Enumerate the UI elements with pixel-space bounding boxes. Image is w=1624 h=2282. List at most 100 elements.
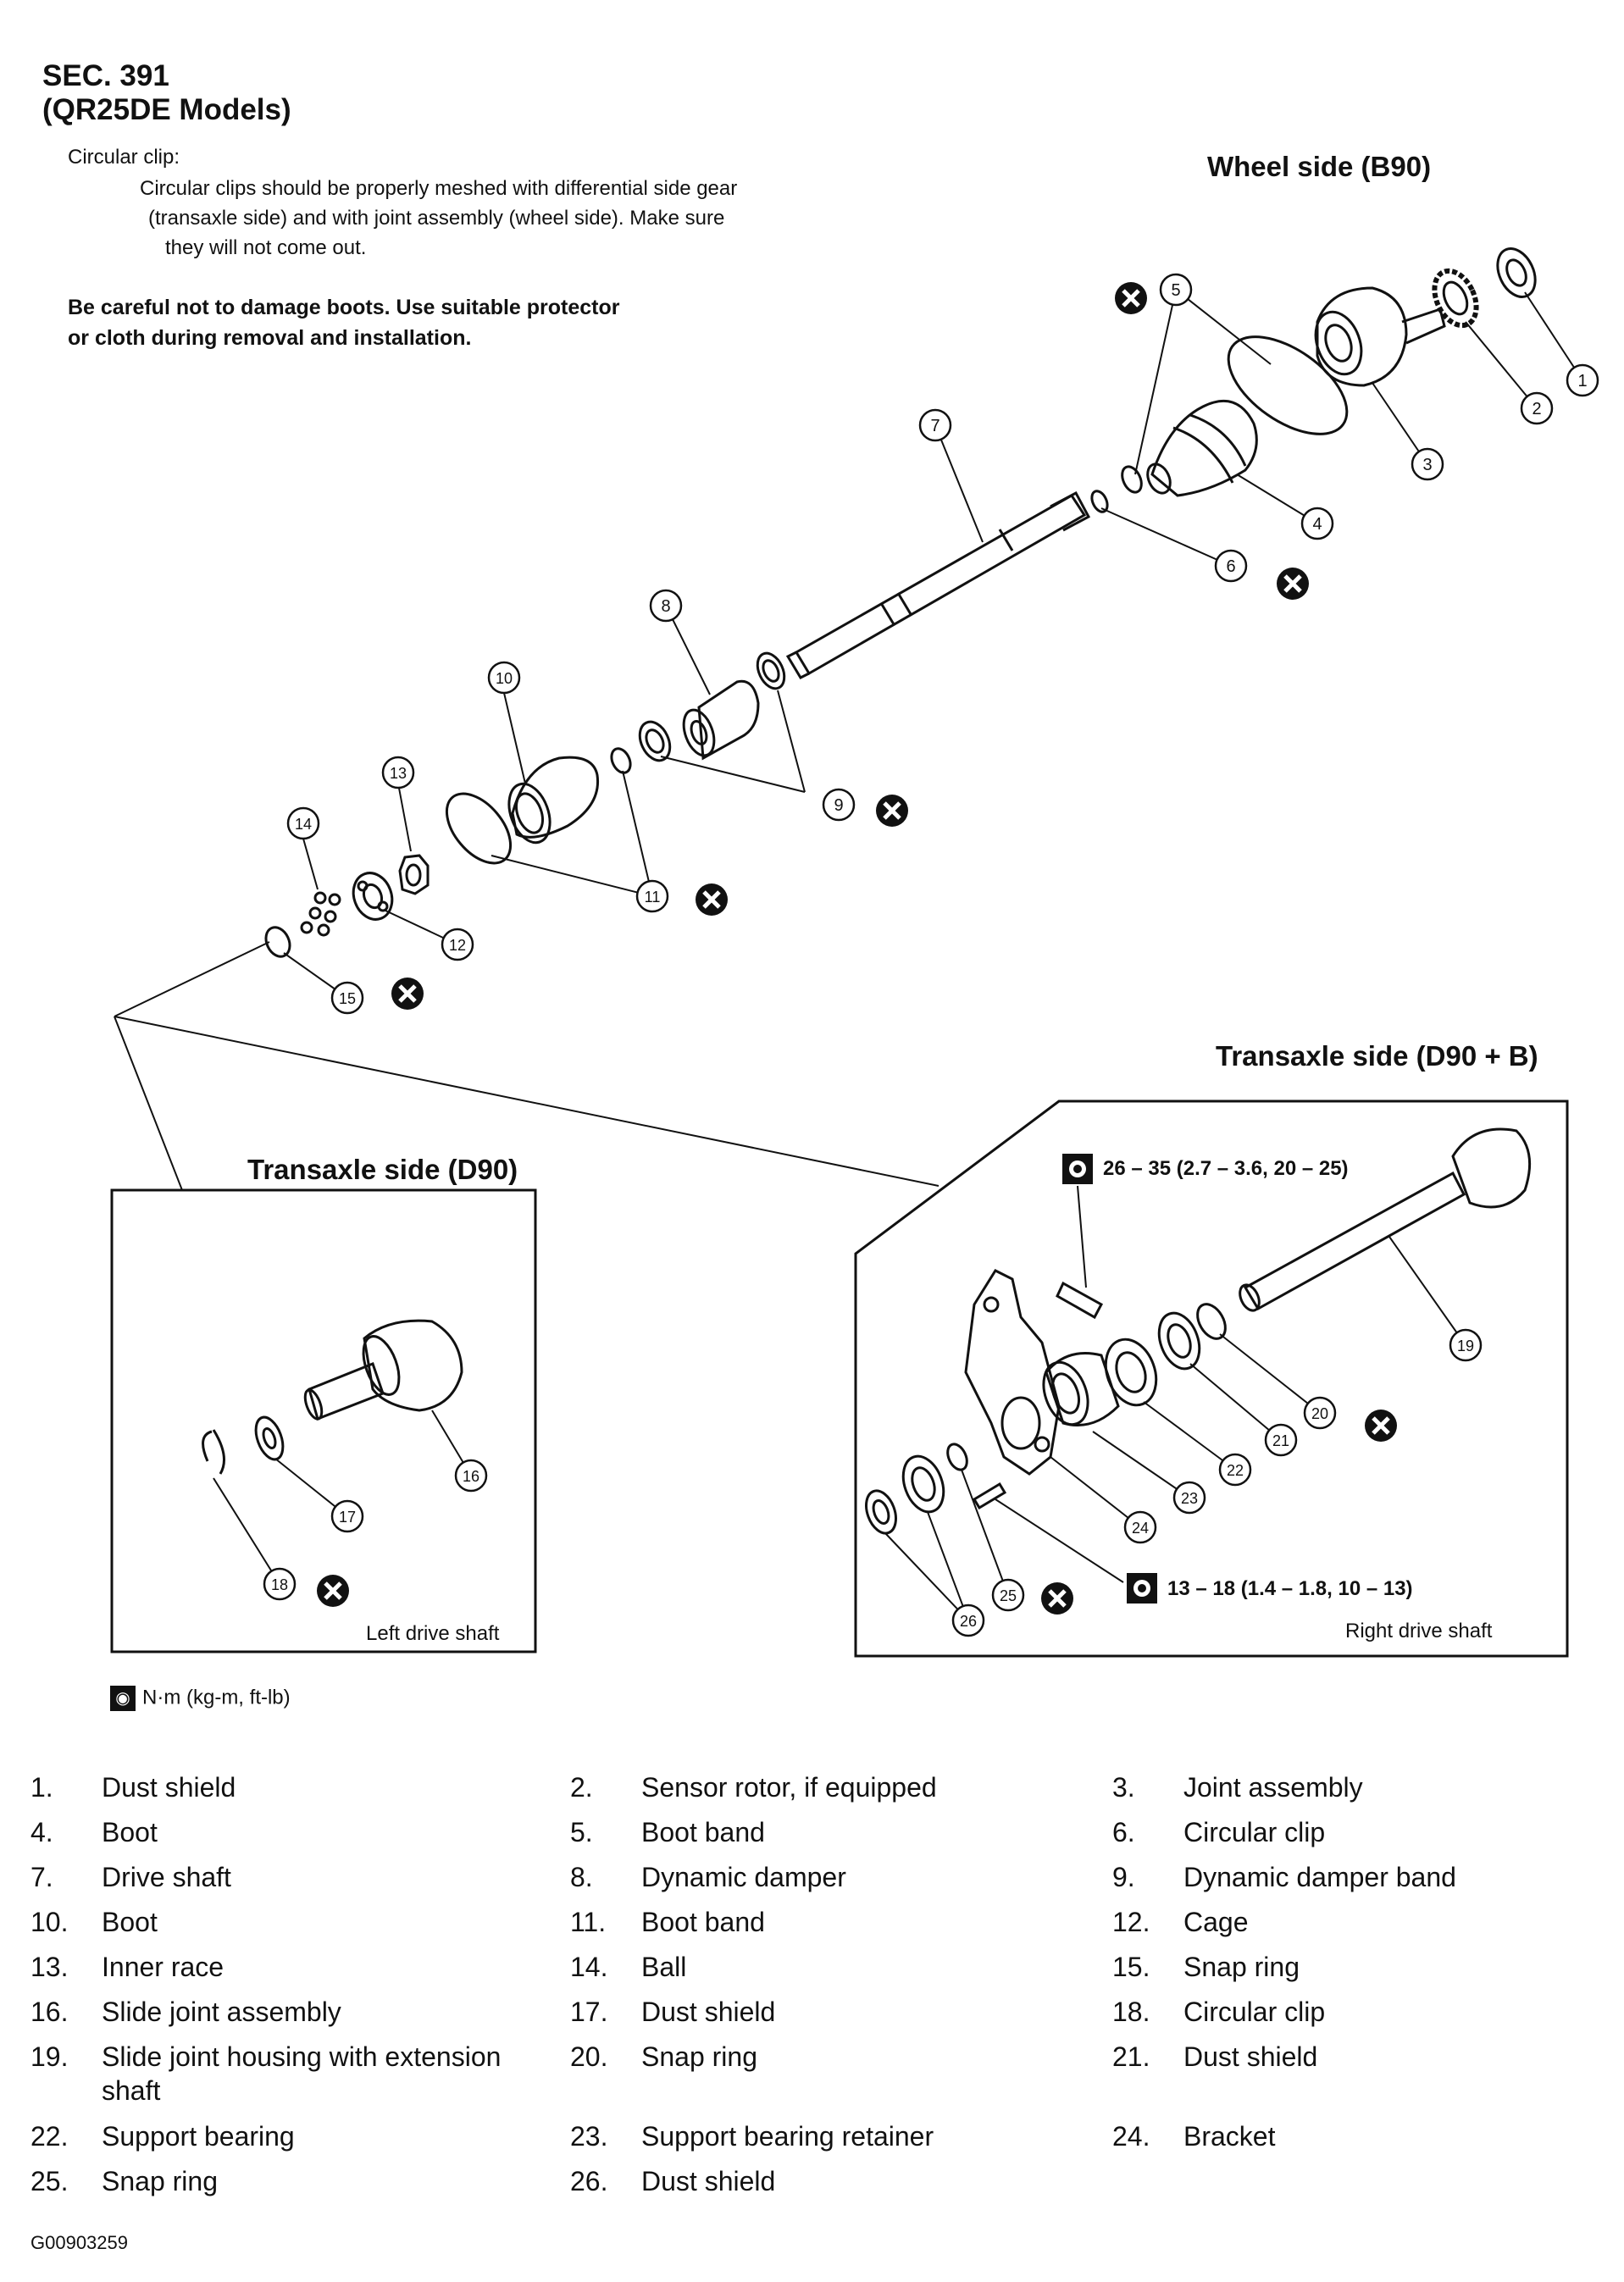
section-header: SEC. 391 (QR25DE Models) <box>42 59 291 127</box>
part-number: 26. <box>570 2166 608 2196</box>
callout-12: 12 <box>441 928 474 961</box>
x-circle-icon <box>317 1575 349 1607</box>
part-number: 11. <box>570 1907 607 1937</box>
callout-number: 6 <box>1226 557 1235 576</box>
callout-number: 4 <box>1312 515 1322 534</box>
callout-number: 23 <box>1181 1490 1198 1507</box>
note-line: they will not come out. <box>165 236 367 259</box>
part-name: Boot band <box>641 1907 765 1937</box>
part-number: 25. <box>30 2166 69 2196</box>
part-name: Snap ring <box>1183 1952 1300 1982</box>
part-name: Bracket <box>1183 2121 1276 2152</box>
part-number: 21. <box>1112 2041 1150 2072</box>
part-number: 2. <box>570 1772 593 1803</box>
callout-number: 21 <box>1272 1432 1289 1449</box>
part-number: 3. <box>1112 1772 1135 1803</box>
part-number: 5. <box>570 1817 593 1847</box>
part-number: 13. <box>30 1952 69 1982</box>
callout-13: 13 <box>381 756 415 789</box>
callout-21: 21 <box>1264 1423 1298 1457</box>
part-joint-assembly <box>1314 286 1446 387</box>
callout-number: 12 <box>449 937 466 954</box>
callout-number: 10 <box>496 670 513 687</box>
caution-note: Be careful not to damage boots. Use suit… <box>68 292 745 353</box>
part-name: Dust shield <box>102 1772 236 1803</box>
callout-20: 20 <box>1303 1396 1337 1430</box>
note-line: Circular clips should be properly meshed… <box>140 177 738 200</box>
part-boot-10 <box>507 756 600 845</box>
part-balls <box>300 891 341 937</box>
part-number: 1. <box>30 1772 53 1803</box>
part-number: 12. <box>1112 1907 1150 1937</box>
part-name: Support bearing <box>102 2121 295 2152</box>
part-number: 6. <box>1112 1817 1135 1847</box>
callout-number: 24 <box>1132 1520 1149 1537</box>
part-name: Inner race <box>102 1952 224 1982</box>
part-number: 14. <box>570 1952 608 1982</box>
part-number: 16. <box>30 1997 69 2027</box>
part-inner-race <box>398 854 430 895</box>
part-name: Drive shaft <box>102 1862 231 1892</box>
callout-number: 7 <box>930 417 939 435</box>
callout-17: 17 <box>330 1499 364 1533</box>
part-name: Snap ring <box>641 2041 757 2072</box>
callout-number: 3 <box>1422 456 1432 474</box>
part-circular-clip-6 <box>1090 490 1109 513</box>
part-name: Dust shield <box>641 2166 776 2196</box>
part-slide-joint-assembly <box>303 1319 463 1421</box>
part-name: Boot <box>102 1817 158 1847</box>
callout-number: 19 <box>1457 1338 1474 1354</box>
callout-7: 7 <box>918 408 952 442</box>
callout-16: 16 <box>454 1459 488 1493</box>
callout-number: 14 <box>295 816 312 833</box>
part-name: Dust shield <box>1183 2041 1318 2072</box>
callout-24: 24 <box>1123 1510 1157 1544</box>
part-name: Cage <box>1183 1907 1249 1937</box>
x-circle-icon <box>1041 1582 1073 1615</box>
torque-spec-bracket-bolt: 26 – 35 (2.7 – 3.6, 20 – 25) <box>1103 1157 1349 1180</box>
part-snap-ring-20 <box>1196 1303 1227 1340</box>
section-number: SEC. 391 <box>42 59 169 92</box>
part-drive-shaft <box>785 490 1091 679</box>
callout-19: 19 <box>1449 1328 1483 1362</box>
callout-number: 25 <box>1000 1587 1017 1604</box>
callout-6: 6 <box>1214 549 1248 583</box>
callout-2: 2 <box>1520 391 1554 425</box>
wheel-side-title: Wheel side (B90) <box>1207 151 1432 182</box>
x-circle-icon <box>876 795 908 827</box>
part-name: Circular clip <box>1183 1817 1326 1847</box>
part-sensor-rotor <box>1432 268 1479 329</box>
transaxle-d90-title: Transaxle side (D90) <box>247 1154 518 1185</box>
callout-group: 1234567891011121314151617181920212223242… <box>263 273 1599 1637</box>
part-number: 17. <box>570 1997 608 2027</box>
callout-number: 18 <box>271 1576 288 1593</box>
callout-26: 26 <box>951 1603 985 1637</box>
callout-number: 11 <box>645 889 661 906</box>
caution-line: Be careful not to damage boots. Use suit… <box>68 296 620 319</box>
callout-number: 2 <box>1532 400 1541 418</box>
part-name: Slide joint housing with extension shaft <box>102 2041 502 2106</box>
left-drive-shaft-caption: Left drive shaft <box>366 1622 500 1645</box>
detail-connector-lines <box>114 941 939 1191</box>
part-number: 22. <box>30 2121 69 2152</box>
part-circular-clip-18 <box>202 1429 225 1475</box>
callout-number: 9 <box>834 796 843 815</box>
part-bracket <box>964 1269 1061 1476</box>
part-slide-joint-housing <box>1239 1127 1532 1312</box>
torque-wrench-icon <box>1062 1154 1093 1184</box>
exploded-view-diagram: 1234567891011121314151617181920212223242… <box>110 247 1599 1658</box>
callout-22: 22 <box>1218 1453 1252 1487</box>
callout-number: 8 <box>661 597 670 616</box>
callout-8: 8 <box>649 589 683 623</box>
x-circle-icon <box>1277 568 1309 600</box>
note-line: (transaxle side) and with joint assembly… <box>148 207 725 230</box>
torque-spec-lower-bolt: 13 – 18 (1.4 – 1.8, 10 – 13) <box>1167 1577 1413 1600</box>
x-circle-icon <box>1115 282 1147 314</box>
part-dynamic-damper <box>682 679 760 761</box>
callout-1: 1 <box>1566 363 1599 397</box>
left-detail-box <box>110 1188 537 1653</box>
part-number: 8. <box>570 1862 593 1892</box>
part-boot-band-5 <box>1121 335 1349 494</box>
callout-number: 1 <box>1577 372 1587 390</box>
circular-clip-label: Circular clip: <box>68 146 180 169</box>
